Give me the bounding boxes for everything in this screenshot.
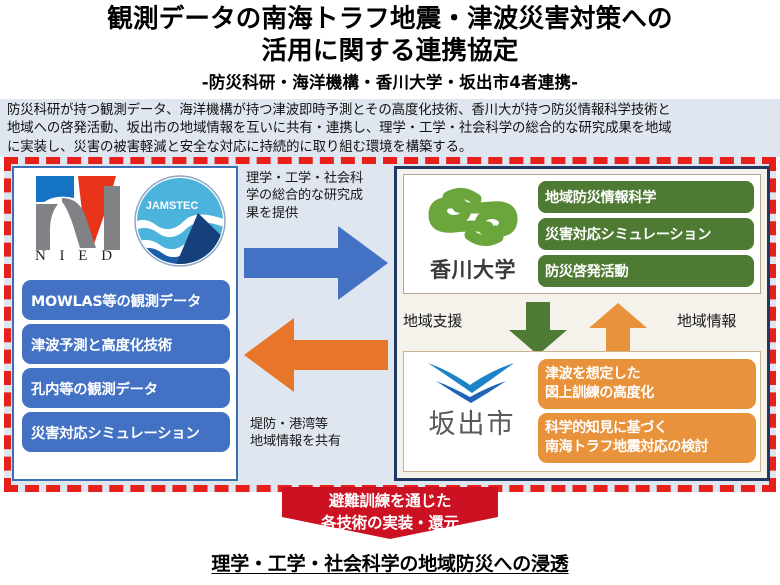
middle-label-left: 地域支援: [403, 312, 463, 330]
title-block: 観測データの南海トラフ地震・津波災害対策への 活用に関する連携協定 -防災科研・…: [0, 4, 780, 93]
center-caption-top: 理学・工学・社会科 学の総合的な研究成 果を提供: [246, 170, 396, 222]
description-block: 防災科研が持つ観測データ、海洋機構が持つ津波即時予測とその高度化技術、香川大が持…: [0, 99, 780, 157]
middle-exchange-row: 地域支援 地域情報: [397, 302, 767, 356]
description-line-1: 防災科研が持つ観測データ、海洋機構が持つ津波即時予測とその高度化技術、香川大が持…: [7, 103, 671, 118]
bottom-banner: 避難訓練を通じた 各技術の実装・還元: [282, 487, 498, 539]
kagawa-university-card: 香川大学 地域防災情報科学 災害対応シミュレーション 防災啓発活動: [403, 174, 761, 294]
banner-text: 避難訓練を通じた 各技術の実装・還元: [282, 490, 498, 534]
left-item-0-label: MOWLAS等の観測データ: [31, 293, 202, 310]
sakaide-item-0-line-2: 図上訓練の高度化: [545, 385, 654, 401]
banner-line-1: 避難訓練を通じた: [328, 492, 452, 510]
sakaide-item-1-line-1: 科学的知見に基づく: [545, 420, 668, 437]
center-caption-top-line-2: 学の総合的な研究成: [246, 188, 363, 204]
left-item-2[interactable]: 孔内等の観測データ: [22, 368, 230, 408]
title-line-2: 活用に関する連携協定: [261, 35, 519, 66]
banner-chevron-shape: [282, 487, 498, 539]
right-local-panel: 香川大学 地域防災情報科学 災害対応シミュレーション 防災啓発活動 地域支援 地…: [394, 166, 770, 481]
left-item-1-label: 津波予測と高度化技術: [31, 337, 172, 354]
kagawa-item-2-label: 防災啓発活動: [545, 264, 629, 280]
left-logo-row: N I E D JAMSTEC: [14, 168, 236, 276]
description-line-2: 地域への啓発活動、坂出市の地域情報を互いに共有・連携し、理学・工学・社会科学の総…: [7, 121, 672, 137]
description-line-3: に実装し、災害の被害軽減と安全な対応に持続的に取り組む環境を構築する。: [7, 139, 473, 155]
kagawa-item-2[interactable]: 防災啓発活動: [538, 255, 754, 287]
orange-up-arrow-icon: [589, 303, 647, 356]
kagawa-item-1[interactable]: 災害対応シミュレーション: [538, 218, 754, 250]
green-down-arrow-icon: [509, 302, 567, 355]
jamstec-icon: JAMSTEC: [134, 175, 226, 267]
left-item-3[interactable]: 災害対応シミュレーション: [22, 412, 230, 452]
left-item-3-label: 災害対応シミュレーション: [31, 425, 200, 442]
center-caption-bottom: 堤防・港湾等 地域情報を共有: [250, 416, 400, 451]
sakaide-city-name: 坂出市: [428, 409, 516, 440]
left-organizations-panel: N I E D JAMSTEC MOWLAS等の観測データ 津波予測と: [12, 166, 238, 481]
kagawa-university-name: 香川大学: [430, 258, 516, 282]
center-caption-bottom-line-1: 堤防・港湾等: [250, 417, 328, 432]
sakaide-item-1-line-2: 南海トラフ地震対応の検討: [545, 439, 709, 455]
kagawa-item-1-label: 災害対応シミュレーション: [545, 227, 712, 243]
sakaide-item-0-line-1: 津波を想定した: [545, 366, 641, 383]
jamstec-logo-caption: JAMSTEC: [146, 200, 199, 212]
kagawa-item-0-label: 地域防災情報科学: [545, 190, 657, 206]
title-line-1: 観測データの南海トラフ地震・津波災害対策への: [107, 4, 673, 34]
middle-label-right: 地域情報: [677, 312, 737, 330]
sakaide-city-icon: [428, 363, 514, 403]
left-item-1[interactable]: 津波予測と高度化技術: [22, 324, 230, 364]
sakaide-item-1[interactable]: 科学的知見に基づく 南海トラフ地震対応の検討: [538, 413, 756, 463]
left-item-0[interactable]: MOWLAS等の観測データ: [22, 280, 230, 320]
nied-icon: [36, 176, 120, 250]
center-caption-bottom-line-2: 地域情報を共有: [250, 434, 341, 450]
blue-right-arrow-icon: [244, 226, 388, 300]
orange-left-arrow-icon: [244, 318, 388, 392]
center-caption-top-line-3: 果を提供: [246, 205, 298, 221]
sakaide-city-card: 坂出市 津波を想定した 図上訓練の高度化 科学的知見に基づく 南海トラフ地震対応…: [403, 351, 761, 472]
title-subtitle: -防災科研・海洋機構・香川大学・坂出市4者連携-: [201, 73, 579, 93]
nied-logo-caption: N I E D: [34, 248, 118, 264]
center-caption-top-line-1: 理学・工学・社会科: [246, 171, 363, 186]
kagawa-university-icon: [428, 188, 518, 246]
left-item-2-label: 孔内等の観測データ: [31, 381, 158, 398]
kagawa-item-0[interactable]: 地域防災情報科学: [538, 181, 754, 213]
banner-line-2: 各技術の実装・還元: [321, 514, 459, 532]
center-exchange-column: 理学・工学・社会科 学の総合的な研究成 果を提供 堤防・港湾等 地域情報を共有: [240, 166, 392, 481]
footer-statement: 理学・工学・社会科学の地域防災への浸透: [211, 553, 569, 575]
sakaide-item-0[interactable]: 津波を想定した 図上訓練の高度化: [538, 359, 756, 409]
